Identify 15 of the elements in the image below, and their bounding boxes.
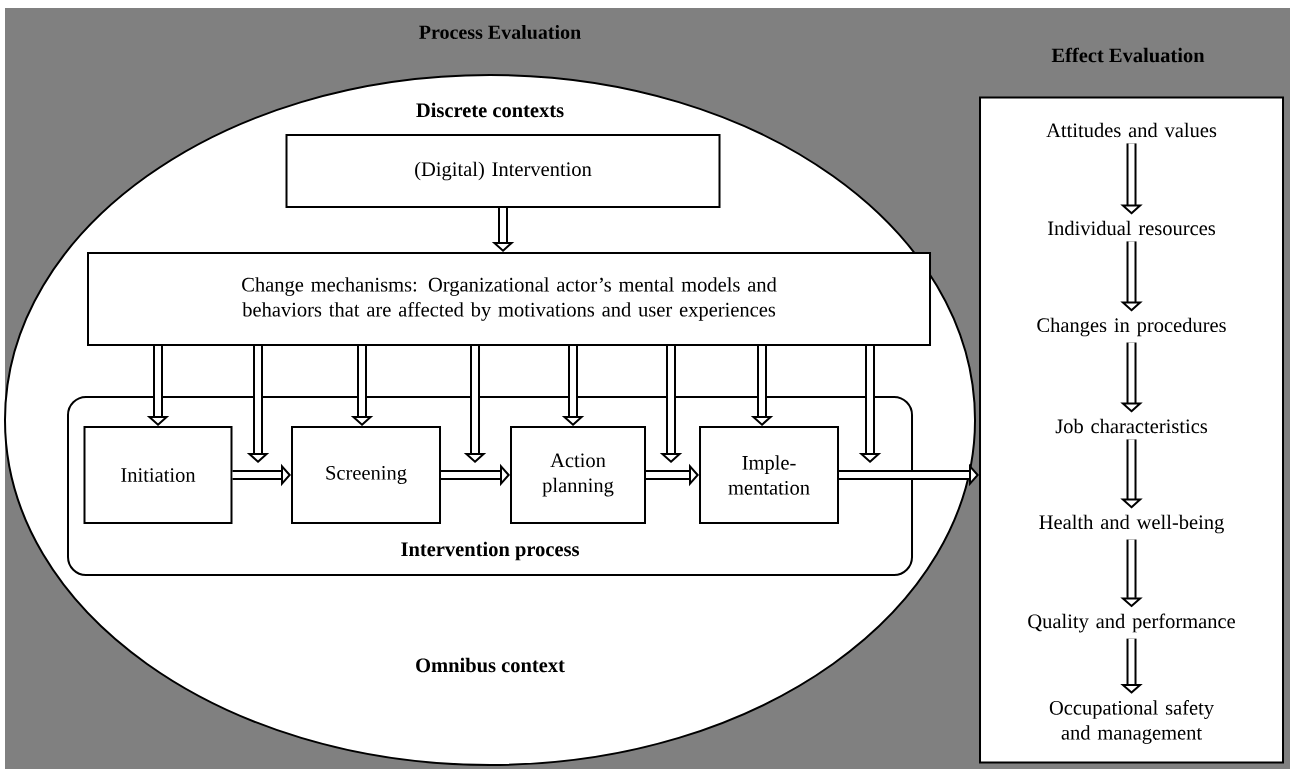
outcome-text: Quality and performance	[1028, 613, 1235, 633]
process-box: Imple- mentation	[699, 426, 839, 524]
outcome-text: Attitudes and values	[1046, 122, 1217, 138]
outcome-text: Individual resources	[1048, 220, 1216, 236]
process-box: Change mechanisms: Organizational actor’s mental models and behaviors that are affected by motivations and user experiences	[87, 252, 931, 346]
outcome-text: Job characteristics	[1055, 418, 1208, 434]
node-label: Effect Evaluation	[1051, 47, 1205, 63]
process-box: (Digital) Intervention	[285, 134, 721, 208]
outcome-text: Changes in procedures	[1037, 317, 1226, 337]
outcome-text: Health and well-being	[1039, 514, 1224, 534]
process-box: Initiation	[83, 426, 233, 524]
section-title: Process Evaluation	[419, 24, 581, 40]
process-box: Screening	[291, 426, 441, 524]
outcome-text: Occupational safety and management	[1049, 700, 1214, 744]
process-box: Action planning	[510, 426, 646, 524]
